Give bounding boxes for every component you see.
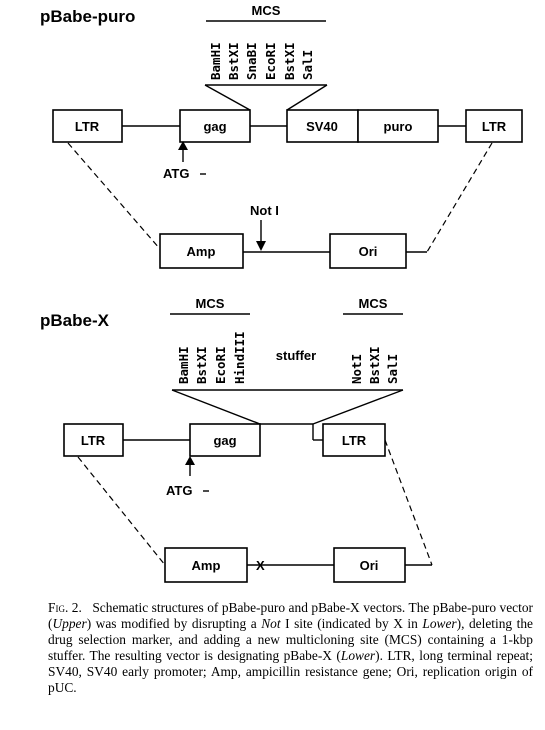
upper-site-6: SalI — [300, 50, 315, 80]
svg-text:LTR: LTR — [482, 119, 507, 134]
svg-text:LTR: LTR — [81, 433, 106, 448]
lower-site-left-4: HindIII — [232, 331, 247, 384]
upper-sites: BamHI BstXI SnaBI EcoRI BstXI SalI — [208, 42, 315, 80]
lower-ltr-right-box: LTR — [322, 423, 386, 457]
upper-sv40-box: SV40 — [286, 109, 359, 143]
upper-site-3: SnaBI — [244, 42, 259, 80]
svg-text:gag: gag — [203, 119, 226, 134]
upper-ltr-right-box: LTR — [465, 109, 523, 143]
caption-part-1: The pBabe-puro vector ( — [48, 600, 534, 632]
upper-ori-box: Ori — [329, 233, 407, 269]
caption-lower-word-1: Lower — [422, 616, 457, 632]
upper-title: pBabe-puro — [40, 7, 135, 26]
lower-title: pBabe-X — [40, 311, 110, 330]
caption-part-2: ) was modified by disrupting a — [86, 616, 262, 632]
upper-funnel-right — [286, 84, 328, 111]
upper-site-1: BamHI — [208, 42, 223, 80]
caption-line1: Schematic structures of pBabe-puro and p… — [92, 600, 406, 615]
lower-mcs2-label: MCS — [359, 296, 388, 311]
upper-site-5: BstXI — [282, 42, 297, 80]
lower-sites-right: NotI BstXI SalI — [349, 346, 400, 384]
lower-site-right-1: NotI — [349, 354, 364, 384]
lower-atg-arrowhead — [185, 456, 195, 465]
lower-gag-box: gag — [189, 423, 261, 457]
caption-lower-word-2: Lower — [340, 648, 376, 664]
caption-upper-word: Upper — [52, 616, 87, 632]
lower-funnel-right — [312, 389, 404, 425]
lower-dashed-right — [384, 439, 433, 566]
lower-site-right-2: BstXI — [367, 346, 382, 384]
upper-funnel-left — [204, 84, 251, 111]
caption-not-word: Not — [261, 616, 281, 632]
upper-mcs-label: MCS — [252, 3, 281, 18]
caption-part-3: I site (indicated by X in — [280, 616, 423, 632]
lower-funnel-left — [171, 389, 261, 425]
caption-fig-label: Fig. 2. — [48, 600, 82, 615]
upper-site-2: BstXI — [226, 42, 241, 80]
lower-site-left-1: BamHI — [176, 346, 191, 384]
upper-ltr-left-box: LTR — [52, 109, 123, 143]
svg-text:SV40: SV40 — [306, 119, 338, 134]
svg-text:Ori: Ori — [360, 558, 379, 573]
svg-text:gag: gag — [213, 433, 236, 448]
svg-text:LTR: LTR — [342, 433, 367, 448]
lower-site-left-3: EcoRI — [213, 346, 228, 384]
svg-text:Amp: Amp — [192, 558, 221, 573]
svg-text:LTR: LTR — [75, 119, 100, 134]
caption-part-4: ), deleting the drug selection marker, a… — [48, 616, 533, 664]
lower-dashed-left — [77, 456, 166, 566]
lower-amp-box: Amp — [164, 547, 248, 583]
svg-text:puro: puro — [384, 119, 413, 134]
vector-diagram: pBabe-puro MCS BamHI BstXI SnaBI EcoRI B… — [40, 3, 523, 583]
lower-mcs1-label: MCS — [196, 296, 225, 311]
upper-puro-box: puro — [357, 109, 439, 143]
lower-atg-label: ATG — [166, 483, 192, 498]
upper-atg-label: ATG — [163, 166, 189, 181]
upper-amp-box: Amp — [159, 233, 244, 269]
lower-site-left-2: BstXI — [194, 346, 209, 384]
lower-x-mark: X — [256, 558, 265, 573]
svg-text:Ori: Ori — [359, 244, 378, 259]
caption-part-5: ). LTR, long terminal repeat; SV40, SV40… — [48, 648, 533, 696]
lower-sites-left: BamHI BstXI EcoRI HindIII — [176, 331, 247, 384]
lower-ltr-left-box: LTR — [63, 423, 124, 457]
lower-stuffer-label: stuffer — [276, 348, 316, 363]
upper-noti-label: Not I — [250, 203, 279, 218]
upper-site-4: EcoRI — [263, 42, 278, 80]
upper-dashed-right — [426, 142, 493, 253]
upper-noti-arrowhead — [256, 241, 266, 251]
lower-site-right-3: SalI — [385, 354, 400, 384]
upper-gag-box: gag — [179, 109, 251, 143]
svg-text:Amp: Amp — [187, 244, 216, 259]
upper-dashed-left — [67, 142, 161, 250]
figure-caption: Fig. 2. Schematic structures of pBabe-pu… — [48, 600, 533, 697]
upper-atg-arrowhead — [178, 141, 188, 150]
lower-ori-box: Ori — [333, 547, 406, 583]
